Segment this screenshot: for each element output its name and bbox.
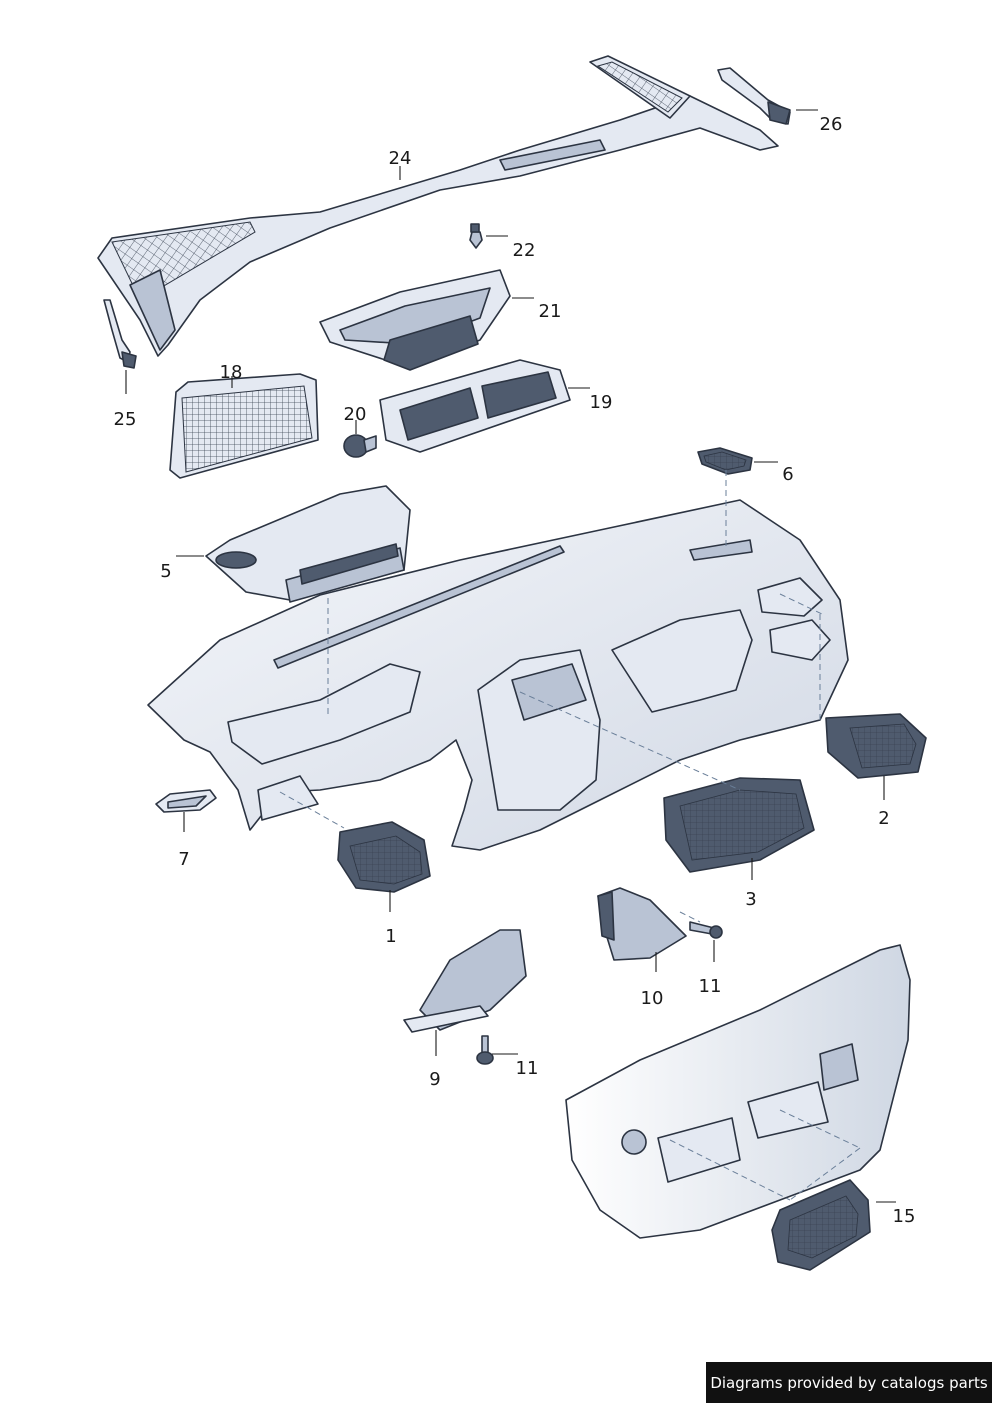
part-5-glovebox [205,485,411,603]
part-25-bracket [103,299,137,369]
label-1: 1 [385,926,396,947]
assembly-lines [279,470,861,1201]
label-11-upper: 11 [699,976,722,997]
label-2: 2 [878,808,889,829]
part-7-trim-ring [155,789,217,813]
dashboard-panel [147,499,849,851]
part-11-screw-lower [476,1035,494,1065]
label-18: 18 [220,362,243,383]
label-25: 25 [114,409,137,430]
part-18-cover-grid [169,373,319,479]
label-10: 10 [641,988,664,1009]
label-22: 22 [513,240,536,261]
label-15: 15 [893,1206,916,1227]
label-24: 24 [389,148,412,169]
part-3-center-vent [663,777,815,873]
label-26: 26 [820,114,843,135]
label-9: 9 [429,1069,440,1090]
label-21: 21 [539,301,562,322]
part-labels: 24 26 22 21 25 18 20 19 6 5 2 7 3 1 11 1… [114,114,916,1227]
part-26-side-trim [717,67,791,125]
part-20-knob [343,434,377,458]
part-19-duct-frame [379,359,571,453]
label-5: 5 [160,561,171,582]
label-19: 19 [590,392,613,413]
label-11-lower: 11 [516,1058,539,1079]
leader-lines [125,109,896,1203]
part-2-right-vent [825,713,927,779]
firewall-panel [565,944,911,1239]
label-6: 6 [782,464,793,485]
part-6-vent [697,447,753,475]
credit-text: Diagrams provided by catalogs parts [710,1373,988,1392]
part-1-left-vent [337,821,431,893]
part-15-firewall-vent [771,1179,871,1271]
label-20: 20 [344,404,367,425]
label-7: 7 [178,849,189,870]
label-3: 3 [745,889,756,910]
part-22-clip [469,223,483,249]
part-24-windscreen-trim [97,55,779,357]
credit-banner: Diagrams provided by catalogs parts [706,1362,992,1403]
part-9-air-guide [403,929,527,1033]
part-21-air-duct [319,269,511,371]
part-10-bracket [597,887,687,961]
part-11-screw-upper [689,921,723,939]
